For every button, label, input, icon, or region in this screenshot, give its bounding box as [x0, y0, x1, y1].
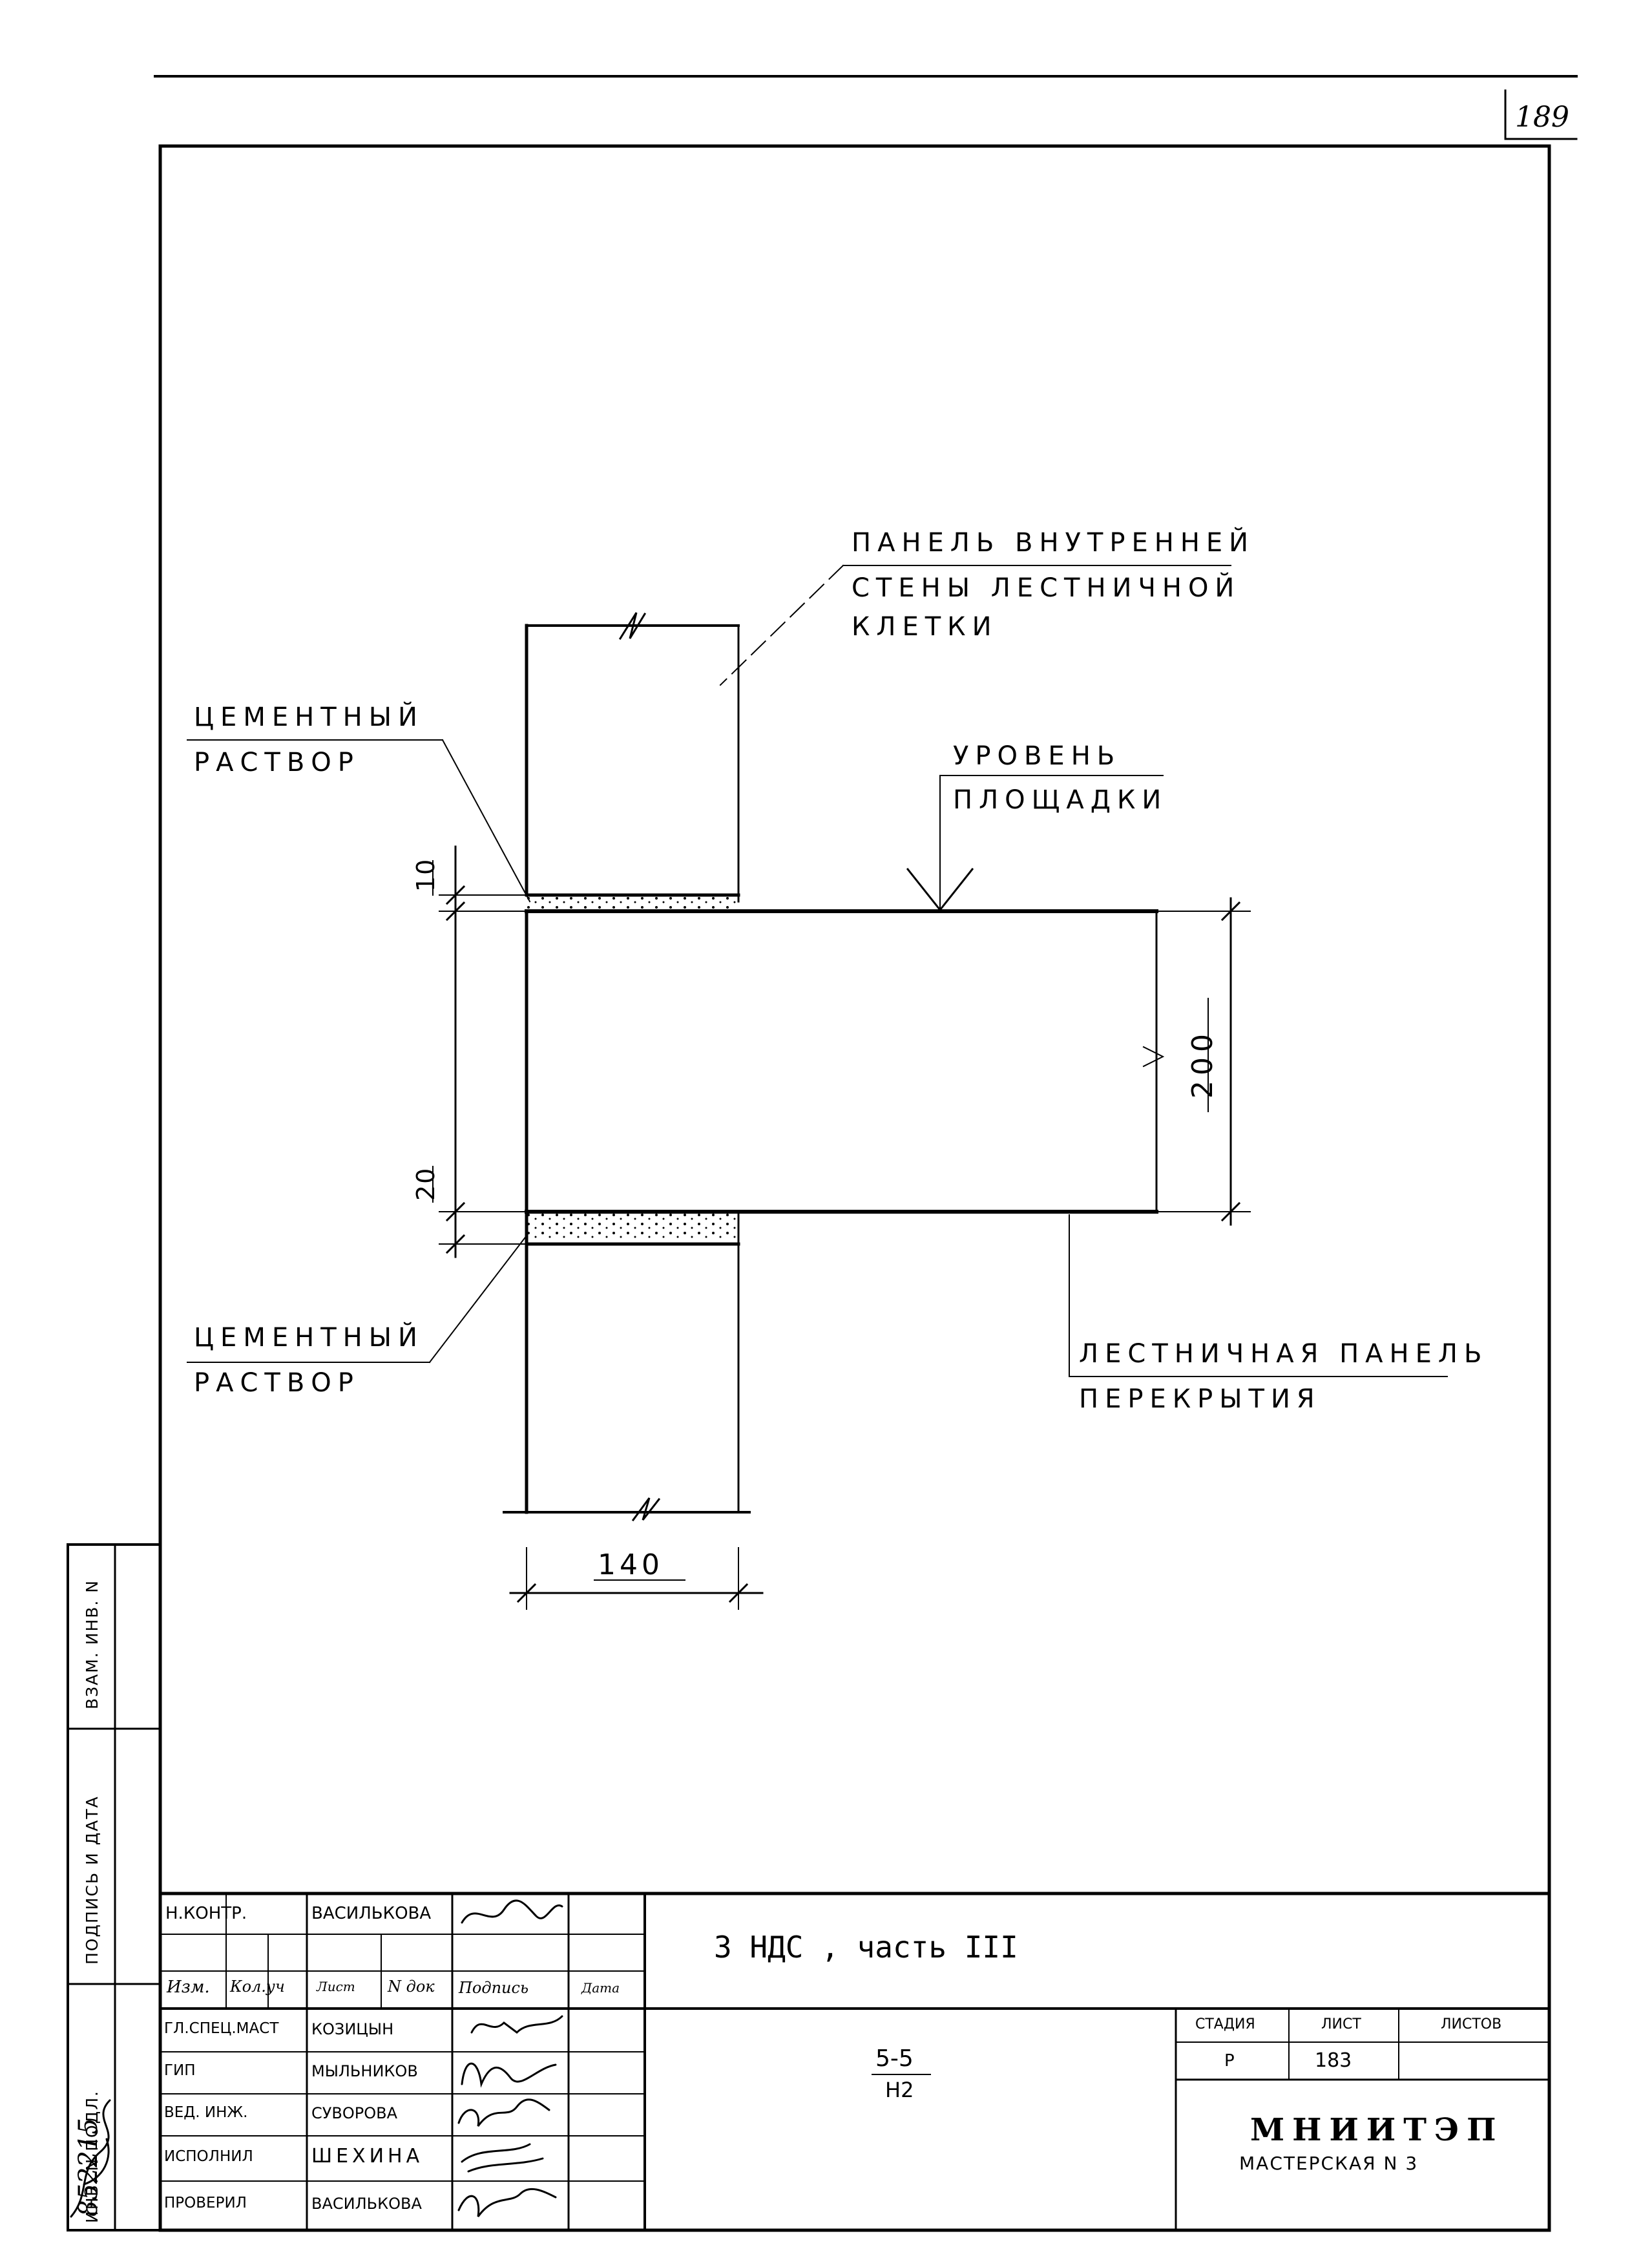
stamp-sign-date: ПОДПИСЬ И ДАТА [83, 1795, 101, 1965]
signature-row-5 [457, 2188, 557, 2217]
tb-stage-label: СТАДИЯ [1195, 2016, 1255, 2032]
tb-row-3-role: ВЕД. ИНЖ. [164, 2104, 248, 2121]
tb-workshop: МАСТЕРСКАЯ N 3 [1239, 2153, 1419, 2174]
label-mortar-top-line-1: ЦЕМЕНТНЫЙ [194, 702, 424, 732]
tb-stage-value: Р [1224, 2051, 1235, 2071]
stamp-handwritten-number [70, 2099, 111, 2218]
dim-tick-5 [1220, 901, 1241, 922]
label-mortar-bottom-line-1: ЦЕМЕНТНЫЙ [194, 1323, 424, 1353]
dim-tick-4 [445, 1234, 466, 1254]
signature-row-3 [457, 2098, 550, 2127]
tb-organization: МНИИТЭП [1250, 2112, 1504, 2148]
tb-header-koluch: Кол.уч [230, 1978, 285, 1996]
tb-sheet-label: ЛИСТ [1321, 2016, 1361, 2032]
tb-row-5-name: ВАСИЛЬКОВА [311, 2195, 422, 2213]
tb-header-data: Дата [581, 1980, 620, 1996]
tb-header-izm: Изм. [167, 1978, 210, 1997]
dim-tick-7 [516, 1583, 537, 1603]
label-landing-line-1: УРОВЕНЬ [953, 741, 1122, 771]
dim-tick-2 [445, 901, 466, 922]
break-mark-slab [1142, 1046, 1165, 1068]
dim-tick-3 [445, 1201, 466, 1222]
tb-header-ndok: N док [388, 1978, 435, 1996]
leader-mortar-bottom [428, 1234, 528, 1364]
tb-node-bottom: Н2 [885, 2078, 914, 2102]
dim-tick-6 [1220, 1201, 1241, 1222]
dim-tick-1 [445, 885, 466, 905]
tb-norm-control-role: Н.КОНТР. [165, 1904, 247, 1923]
dim-value-200: 200 [1186, 1029, 1219, 1099]
tb-row-2-name: МЫЛЬНИКОВ [311, 2062, 418, 2080]
tb-row-4-name: ШЕХИНА [311, 2145, 424, 2168]
label-mortar-top-line-2: РАСТВОР [194, 748, 360, 777]
tb-sheet-value: 183 [1315, 2049, 1352, 2072]
stamp-swap-inv: ВЗАМ. ИНВ. N [83, 1579, 101, 1709]
label-stair-line-1: ЛЕСТНИЧНАЯ ПАНЕЛЬ [1079, 1339, 1489, 1369]
mortar-joint-top [527, 896, 738, 909]
dim-value-140: 140 [598, 1548, 664, 1581]
stamp-inv-orig: ИНВ. N ПОДЛ. [83, 2090, 101, 2223]
signature-norm-control [461, 1899, 563, 1924]
tb-row-3-name: СУВОРОВА [311, 2104, 397, 2122]
leader-landing-arrow [906, 867, 974, 912]
label-landing-line-2: ПЛОЩАДКИ [953, 785, 1168, 815]
tb-row-1-role: ГЛ.СПЕЦ.МАСТ [164, 2020, 279, 2037]
tb-norm-control-name: ВАСИЛЬКОВА [311, 1904, 432, 1923]
tb-row-2-role: ГИП [164, 2062, 196, 2079]
tb-node-top: 5-5 [875, 2045, 914, 2072]
dim-tick-8 [728, 1583, 749, 1603]
tb-row-5-role: ПРОВЕРИЛ [164, 2195, 247, 2211]
tb-header-list: Лист [317, 1979, 355, 1994]
tb-row-4-role: ИСПОЛНИЛ [164, 2148, 253, 2165]
tb-project-title: 3 НДС , часть III [714, 1930, 1018, 1965]
dim-value-20: 20 [412, 1166, 440, 1201]
tb-header-podpis: Подпись [459, 1979, 529, 1997]
label-mortar-bottom-line-2: РАСТВОР [194, 1368, 360, 1398]
dim-value-10: 10 [412, 858, 440, 892]
break-mark-top [618, 612, 647, 640]
drawing-frame [158, 144, 1551, 2232]
signature-row-1 [470, 2015, 563, 2034]
mortar-joint-bottom [527, 1214, 738, 1241]
label-panel-line-1: ПАНЕЛЬ ВНУТРЕННЕЙ [852, 528, 1255, 558]
signature-row-4 [461, 2143, 544, 2173]
label-stair-line-2: ПЕРЕКРЫТИЯ [1079, 1384, 1321, 1414]
tb-sheets-label: ЛИСТОВ [1441, 2016, 1502, 2032]
leader-mortar-top [441, 739, 531, 903]
label-panel-line-2: СТЕНЫ ЛЕСТНИЧНОЙ [852, 573, 1241, 603]
signature-row-2 [461, 2062, 557, 2088]
leader-panel [719, 564, 844, 686]
tb-row-1-name: КОЗИЦЫН [311, 2020, 394, 2038]
break-mark-bottom [631, 1497, 661, 1522]
label-panel-line-3: КЛЕТКИ [852, 612, 998, 642]
stamp-handwritten-digits: 852215 [74, 2118, 103, 2217]
sheet-number: 189 [1515, 101, 1569, 134]
